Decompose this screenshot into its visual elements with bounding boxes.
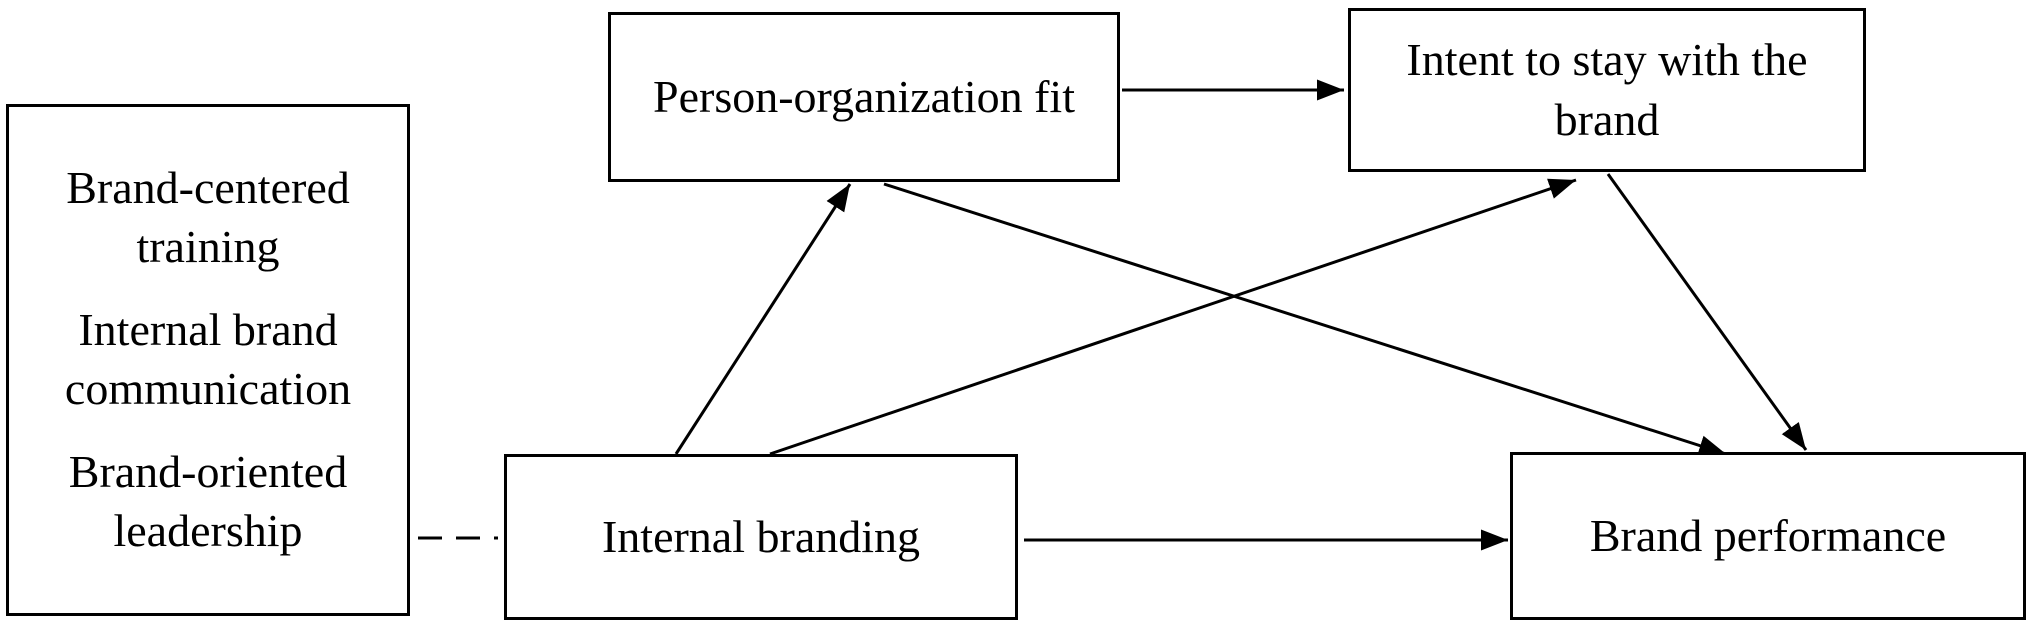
brand-performance-box: Brand performance [1510,452,2026,620]
arrow-person-organization-fit-to-brand-performance [883,182,1727,456]
arrow-internal-branding-to-person-organization-fit [674,183,852,455]
internal-branding-dimensions-box: Brand-centered training Internal brand c… [6,104,410,616]
arrow-intent-to-stay-to-brand-performance [1606,173,1808,451]
intent-to-stay-box: Intent to stay with the brand [1348,8,1866,172]
internal-branding-label: Internal branding [601,511,921,563]
dimension-internal-brand-communication: Internal brand communication [64,304,352,414]
person-organization-fit-box: Person-organization fit [608,12,1120,182]
dimension-brand-centered-training: Brand-centered training [66,162,350,273]
brand-performance-label: Brand performance [1589,510,1947,562]
person-organization-fit-label: Person-organization fit [653,71,1075,123]
dimension-brand-oriented-leadership: Brand-oriented leadership [68,445,348,556]
arrow-internal-branding-to-intent-to-stay [769,178,1577,456]
intent-to-stay-label: Intent to stay with the brand [1406,34,1808,145]
internal-branding-box: Internal branding [504,454,1018,620]
